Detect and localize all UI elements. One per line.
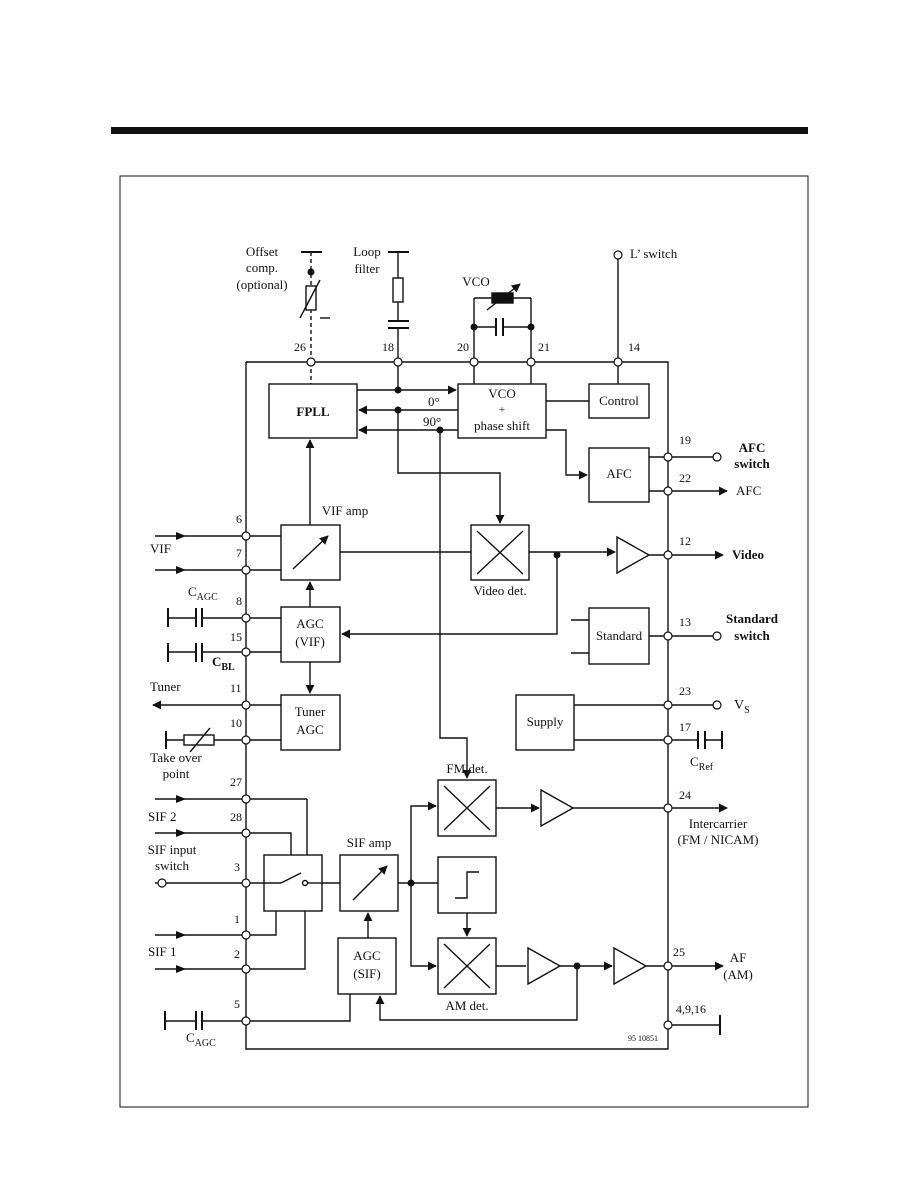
af-label-1: AF xyxy=(730,950,747,965)
pin-21: 21 xyxy=(538,340,550,354)
vif-amp-label: VIF amp xyxy=(322,503,369,518)
video-out-label: Video xyxy=(732,547,764,562)
pin-26: 26 xyxy=(294,340,306,354)
pin-11: 11 xyxy=(230,681,242,695)
pin-5: 5 xyxy=(234,997,240,1011)
tuner-agc-block xyxy=(280,694,341,751)
pin-23: 23 xyxy=(679,684,691,698)
loop-label-2: filter xyxy=(354,261,380,276)
afc-switch-label-1: AFC xyxy=(739,440,766,455)
l-switch-label: L’ switch xyxy=(630,246,678,261)
pin-2: 2 xyxy=(234,947,240,961)
header-rule xyxy=(111,127,808,134)
standard-switch-label-2: switch xyxy=(734,628,770,643)
vco-block xyxy=(457,383,547,439)
pin-4-9-16: 4,9,16 xyxy=(676,1002,706,1016)
pin-20: 20 xyxy=(457,340,469,354)
sif-input-label-1: SIF input xyxy=(148,842,197,857)
cref-label: CRef xyxy=(690,754,714,773)
sif-amp-block xyxy=(339,854,399,912)
fpll-label: FPLL xyxy=(296,404,330,419)
cagc2-label: CAGC xyxy=(186,1030,216,1049)
fpll-block xyxy=(268,383,358,439)
vco-tank-label: VCO xyxy=(462,274,489,289)
phase-0-label: 0° xyxy=(428,394,440,409)
takeover-label-1: Take over xyxy=(150,750,202,765)
offset-label-3: (optional) xyxy=(236,277,287,292)
pin-8: 8 xyxy=(236,594,242,608)
am-det-label: AM det. xyxy=(445,998,488,1013)
tuner-label: Tuner xyxy=(150,679,181,694)
pin-13: 13 xyxy=(679,615,691,629)
pin-14: 14 xyxy=(628,340,640,354)
pin-28: 28 xyxy=(230,810,242,824)
agc-sif-label-1: AGC xyxy=(353,948,380,963)
sif-amp-label: SIF amp xyxy=(347,835,391,850)
supply-block xyxy=(515,694,575,751)
agc-sif-block xyxy=(337,937,397,995)
intercarrier-label-1: Intercarrier xyxy=(689,816,748,831)
sif2-label: SIF 2 xyxy=(148,809,177,824)
figure-code: 95 10851 xyxy=(628,1034,658,1043)
afc-label: AFC xyxy=(606,466,631,481)
tuner-agc-label-1: Tuner xyxy=(295,704,326,719)
takeover-label-2: point xyxy=(163,766,190,781)
video-output-amp xyxy=(616,535,651,575)
control-block xyxy=(588,383,650,419)
video-det-label: Video det. xyxy=(473,583,526,598)
afc-out-label: AFC xyxy=(736,483,761,498)
intercarrier-label-2: (FM / NICAM) xyxy=(678,832,759,847)
vco-label-2: + xyxy=(499,404,505,416)
agc-vif-label-2: (VIF) xyxy=(295,634,325,649)
vs-label: VS xyxy=(734,698,750,716)
pin-15: 15 xyxy=(230,630,242,644)
vif-label: VIF xyxy=(150,541,171,556)
figure-frame xyxy=(119,175,809,1108)
af-label-2: (AM) xyxy=(723,967,753,982)
sif1-label: SIF 1 xyxy=(148,944,177,959)
loop-label-1: Loop xyxy=(353,244,380,259)
control-label: Control xyxy=(599,393,639,408)
pin-22: 22 xyxy=(679,471,691,485)
cagc-label: CAGC xyxy=(188,584,218,603)
cbl-label: CBL xyxy=(212,654,235,673)
tuner-agc-label-2: AGC xyxy=(296,722,323,737)
sif-input-label-2: switch xyxy=(155,858,189,873)
agc-vif-block xyxy=(280,606,341,663)
pin-17: 17 xyxy=(679,720,691,734)
fm-output-amp xyxy=(540,788,575,828)
offset-label-2: comp. xyxy=(246,260,278,275)
af-output-amp xyxy=(613,946,648,986)
pin-19: 19 xyxy=(679,433,691,447)
afc-switch-label-2: switch xyxy=(734,456,770,471)
pin-18: 18 xyxy=(382,340,394,354)
pin-7: 7 xyxy=(236,546,242,560)
pin-27: 27 xyxy=(230,775,242,789)
agc-sif-label-2: (SIF) xyxy=(353,966,380,981)
fm-det-label: FM det. xyxy=(446,761,487,776)
pin-12: 12 xyxy=(679,534,691,548)
vco-label-1: VCO xyxy=(488,386,515,401)
phase-90-label: 90° xyxy=(423,414,441,429)
pin-25: 25 xyxy=(673,945,685,959)
standard-switch-label-1: Standard xyxy=(726,611,779,626)
offset-label-1: Offset xyxy=(246,244,279,259)
pin-24: 24 xyxy=(679,788,691,802)
am-amp xyxy=(527,946,562,986)
afc-block xyxy=(588,447,650,503)
standard-label: Standard xyxy=(596,628,643,643)
supply-label: Supply xyxy=(527,714,564,729)
pin-3: 3 xyxy=(234,860,240,874)
vco-label-3: phase shift xyxy=(474,418,530,433)
pin-6: 6 xyxy=(236,512,242,526)
agc-vif-label-1: AGC xyxy=(296,616,323,631)
pin-10: 10 xyxy=(230,716,242,730)
pin-1: 1 xyxy=(234,912,240,926)
